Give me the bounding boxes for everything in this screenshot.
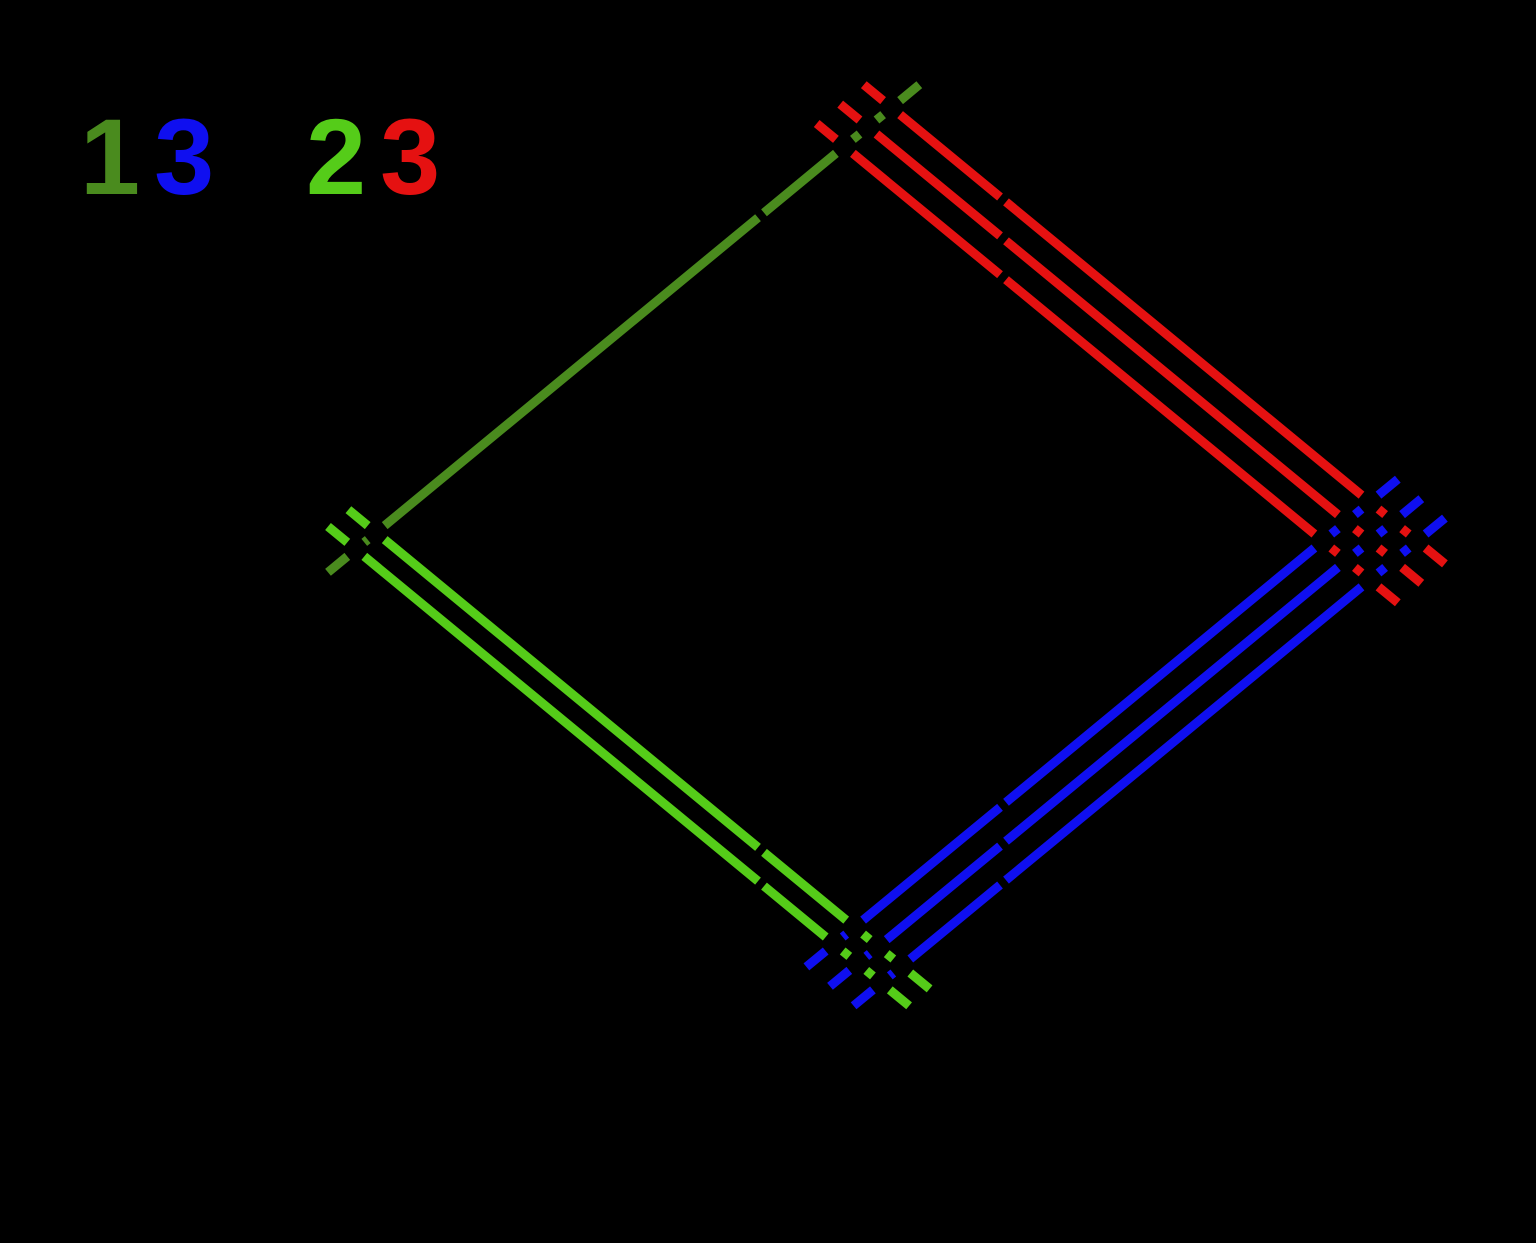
label-digit-3-red: 3 <box>380 96 455 217</box>
bundle-line-edge-top-right <box>813 120 1401 607</box>
label-digit-3-blue: 3 <box>154 96 229 217</box>
bundle-line-edge-top-right <box>860 81 1448 568</box>
label-digit-1: 1 <box>80 96 155 217</box>
bundle-line-edge-left-bottom <box>325 523 912 1010</box>
bundle-line-edge-left-bottom <box>345 506 933 993</box>
label-pair-23: 23 <box>306 103 454 211</box>
label-digit-2: 2 <box>306 96 381 217</box>
bundle-line-edge-bottom-right <box>803 475 1401 971</box>
bundle-line-edge-left-top <box>325 81 923 576</box>
bundle-line-edge-top-right <box>837 100 1425 587</box>
bundle-line-edge-bottom-right <box>850 514 1448 1010</box>
label-pair-13: 13 <box>80 103 228 211</box>
bundle-line-edge-bottom-right <box>827 495 1425 990</box>
